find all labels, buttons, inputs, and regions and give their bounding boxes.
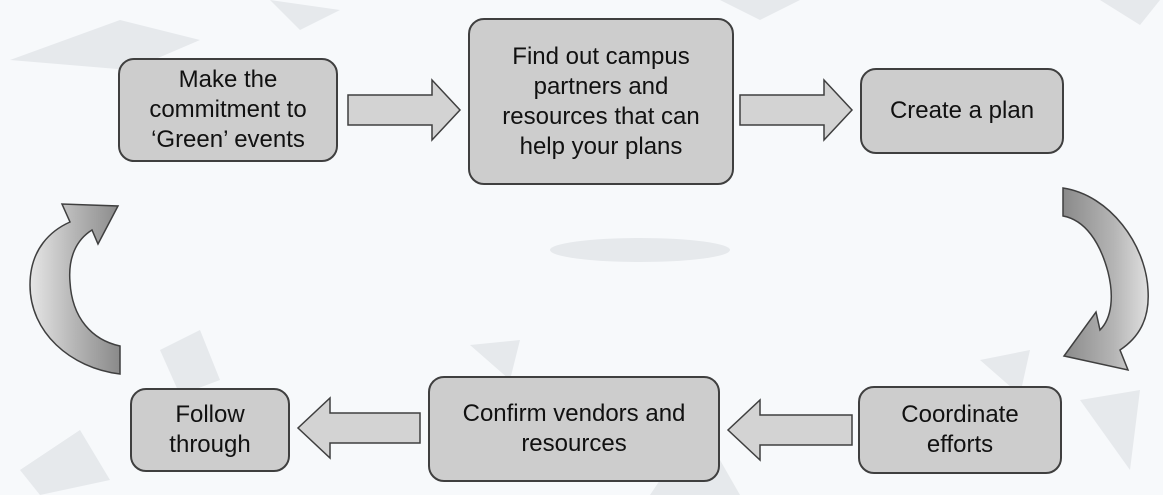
step-confirm-vendors: Confirm vendors and resources <box>428 376 720 482</box>
step-label: Confirm vendors and resources <box>462 400 686 457</box>
curved-arrow-follow-to-commitment <box>29 203 121 375</box>
step-coordinate-efforts: Coordinate efforts <box>858 386 1062 474</box>
step-label: Find out campus partners and resources t… <box>502 42 700 160</box>
step-label: Coordinate efforts <box>901 401 1019 458</box>
arrow-commitment-to-partners <box>347 78 462 142</box>
step-label: Create a plan <box>889 97 1035 124</box>
step-follow-through: Follow through <box>130 388 290 472</box>
step-label: Make the commitment to ‘Green’ events <box>149 66 307 153</box>
step-make-commitment: Make the commitment to ‘Green’ events <box>118 58 338 162</box>
step-create-plan: Create a plan <box>860 68 1064 154</box>
arrow-vendors-to-follow <box>296 396 421 460</box>
arrow-coordinate-to-vendors <box>726 398 853 462</box>
step-find-partners: Find out campus partners and resources t… <box>468 18 734 185</box>
step-label: Follow through <box>169 401 251 458</box>
arrow-partners-to-plan <box>739 78 854 142</box>
curved-arrow-plan-to-coordinate <box>1062 187 1149 372</box>
